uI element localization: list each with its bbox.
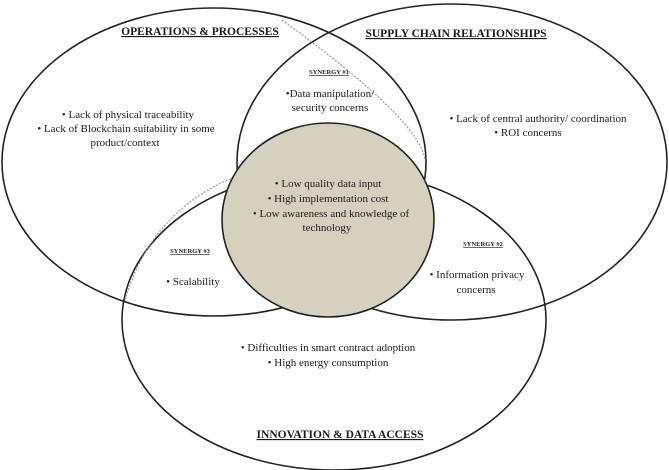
synergy2-item: concerns [456,284,495,296]
innovation-title: INNOVATION & DATA ACCESS [257,429,424,441]
center-item: technology [303,222,352,234]
innovation-item: • Difficulties in smart contract adoptio… [241,342,416,354]
operations-item: product/context [90,137,159,149]
center-ellipse [221,122,435,318]
operations-item: • Lack of Blockchain suitability in some [37,123,214,135]
center-item: • High implementation cost [268,193,389,205]
synergy3-item: • Scalability [166,276,220,288]
operations-title: OPERATIONS & PROCESSES [121,26,279,38]
synergy1-item: •Data manipulation/ [286,88,375,100]
supply-chain-circle [236,3,668,321]
innovation-item: • High energy consumption [268,357,389,369]
synergy2-item: • Information privacy [430,269,525,281]
synergy2-label: SYNERGY #2 [463,241,503,248]
synergy3-label: SYNERGY #3 [170,248,210,255]
center-item: • Low awareness and knowledge of [253,208,410,220]
synergy1-label: SYNERGY #1 [309,69,349,76]
supply-chain-item: • Lack of central authority/ coordinatio… [449,113,627,125]
operations-circle [1,7,427,317]
supply-chain-item: • ROI concerns [494,127,561,139]
supply-chain-title: SUPPLY CHAIN RELATIONSHIPS [365,28,546,40]
center-item: • Low quality data input [275,178,382,190]
synergy1-item: security concerns [292,102,369,114]
synergy1-arc-right [281,19,426,161]
operations-item: • Lack of physical traceability [62,109,195,121]
